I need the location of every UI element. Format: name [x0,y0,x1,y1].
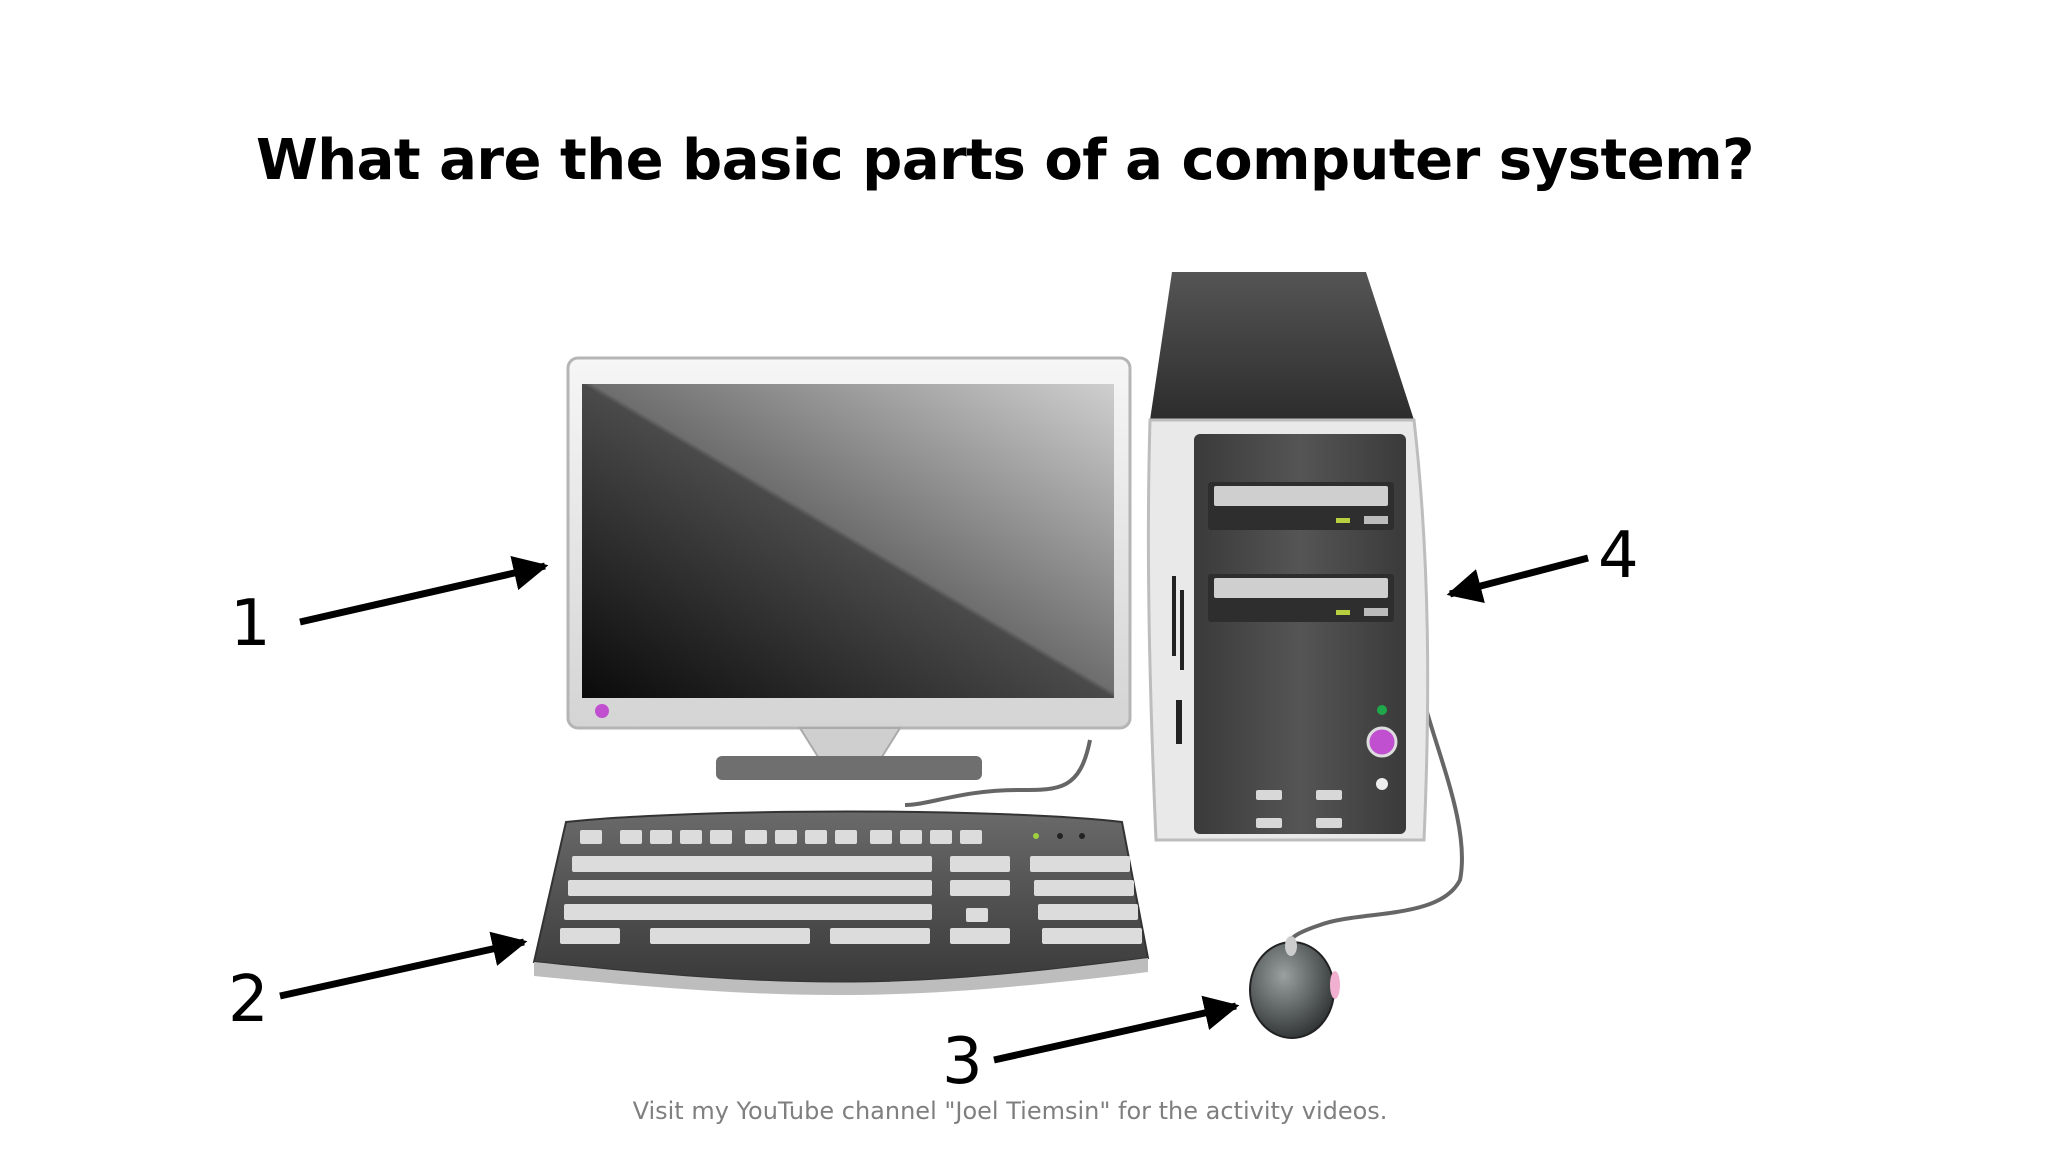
monitor [566,356,1132,780]
keyboard [532,810,1150,996]
callout-label-3: 3 [942,1025,983,1099]
callout-label-1: 1 [230,587,271,661]
mouse [1249,936,1340,1039]
callout-label-4: 4 [1598,519,1639,593]
callout-label-2: 2 [228,963,269,1037]
optical-drive-bays [1208,482,1394,622]
callout-arrows [279,554,1589,1064]
slide-title: What are the basic parts of a computer s… [255,128,1755,193]
arrow-2 [279,931,528,1000]
system-unit [1146,272,1430,842]
arrow-1 [299,555,549,626]
footer-credit: Visit my YouTube channel "Joel Tiemsin" … [632,1097,1388,1125]
arrow-4 [1446,554,1589,603]
cables [904,704,1464,946]
arrow-3 [993,995,1240,1064]
